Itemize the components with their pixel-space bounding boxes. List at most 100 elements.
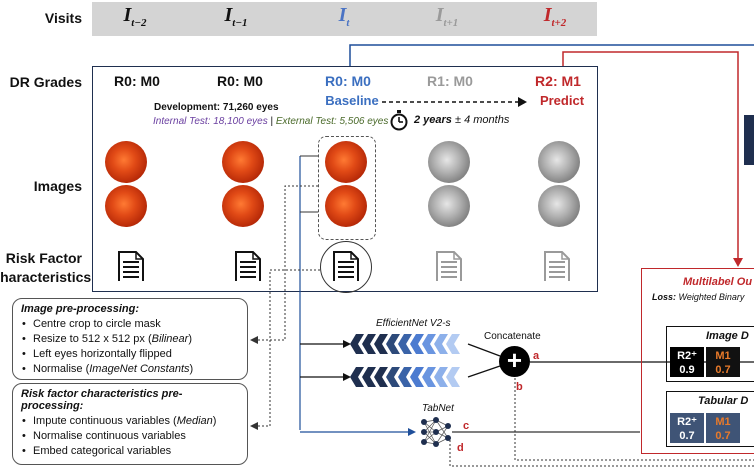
dr-grade: R0: M0 (217, 73, 263, 89)
efficientnet-block (422, 334, 436, 354)
internal-test-count: Internal Test: 18,100 eyes (153, 116, 268, 127)
preprocessing-item: Left eyes horizontally flipped (22, 347, 239, 362)
output-cell-label: R2⁺ (677, 416, 697, 428)
stopwatch-icon (390, 110, 408, 131)
baseline-label: Baseline (325, 93, 379, 108)
document-icon (436, 251, 462, 281)
efficientnet-block (386, 334, 400, 354)
preprocessing-item-text: Normalise ( (33, 363, 90, 375)
plus-icon: + (506, 345, 523, 375)
row-label-dr-grades: DR Grades (9, 74, 82, 90)
visit-term-sub: t (346, 17, 350, 29)
visit-term-base: I (435, 4, 444, 26)
document-icon (235, 251, 261, 281)
efficientnet-block (410, 334, 424, 354)
development-count: Development: 71,260 eyes (154, 102, 279, 113)
preprocessing-item-text: Bilinear (151, 333, 189, 345)
visit-term-base: I (338, 4, 347, 26)
preprocessing-item-text: Centre crop to circle mask (33, 318, 161, 330)
image-output-header: Image D (706, 330, 749, 342)
concatenate-node (499, 346, 530, 377)
preprocessing-item-text: Embed categorical variables (33, 445, 172, 457)
label-c: c (463, 420, 470, 432)
efficientnet-block (386, 367, 400, 387)
label-a: a (533, 350, 540, 362)
efficientnet-block (434, 367, 448, 387)
preprocessing-item: Embed categorical variables (22, 444, 239, 459)
output-cell-value: 0.7 (715, 364, 731, 376)
row-label-visits: Visits (44, 10, 82, 26)
fundus-image (428, 141, 470, 183)
interval-label: 2 years ± 4 months (414, 114, 509, 126)
visit-term-sub: t−1 (232, 17, 248, 29)
test-separator: | (270, 116, 274, 127)
tabnet-label: TabNet (422, 403, 454, 414)
preprocessing-item-text: ImageNet Constants (89, 363, 190, 375)
concatenate-label: Concatenate (484, 331, 541, 342)
fundus-image (325, 185, 367, 227)
efficientnet-block (434, 334, 448, 354)
tabular-output-box (666, 391, 754, 447)
output-cell-value: 0.7 (715, 430, 731, 442)
efficientnet-block (398, 334, 412, 354)
efficientnet-block (350, 367, 364, 387)
fundus-image (325, 141, 367, 183)
output-cell-value: 0.9 (679, 364, 695, 376)
preprocessing-item-text: Median (176, 415, 213, 427)
image-preprocessing-box: Image pre-processing: Centre crop to cir… (12, 298, 248, 380)
visit-term-base: I (123, 4, 132, 26)
output-loss: Loss: Weighted Binary (652, 292, 744, 302)
document-icon (544, 251, 570, 281)
visit-term-base: I (543, 4, 552, 26)
efficientnet-block (362, 334, 376, 354)
preprocessing-item: Normalise continuous variables (22, 429, 239, 444)
preprocessing-item-text: ) (188, 333, 192, 345)
tabnet-network-icon (421, 417, 451, 447)
visit-term-base: I (224, 4, 233, 26)
efficientnet-block (446, 367, 460, 387)
visit-term-sub: t−2 (131, 17, 147, 29)
fundus-image (222, 185, 264, 227)
risk-preprocessing-title-2: processing: (21, 400, 84, 412)
fundus-image (538, 141, 580, 183)
efficientnet-block (410, 367, 424, 387)
preprocessing-item-text: Normalise continuous variables (33, 430, 186, 442)
output-panel (641, 268, 754, 454)
efficientnet-block (374, 334, 388, 354)
efficientnet-block (362, 367, 376, 387)
dr-grade: R1: M0 (427, 73, 473, 89)
label-d: d (457, 442, 464, 454)
visit-term: It+1 (407, 4, 487, 29)
risk-preprocessing-box: Risk factor characteristics pre- process… (12, 383, 248, 465)
visit-term-sub: t+1 (443, 17, 459, 29)
loss-prefix: Loss: (652, 292, 677, 302)
loss-rest: Weighted Binary (678, 292, 745, 302)
visit-term: It (304, 4, 384, 29)
predict-label: Predict (539, 93, 585, 108)
visit-term-sub: t+2 (551, 17, 567, 29)
visit-term: It−1 (196, 4, 276, 29)
output-title: Multilabel Ou (683, 276, 753, 288)
risk-preprocessing-title-1: Risk factor characteristics pre- (21, 388, 183, 400)
document-icon (118, 251, 144, 281)
baseline-doc-highlight (320, 241, 372, 293)
preprocessing-item-text: ) (212, 415, 217, 427)
output-cell-value: 0.7 (679, 430, 695, 442)
preprocessing-item-text: Resize to 512 x 512 px ( (33, 333, 152, 345)
efficientnet-block (446, 334, 460, 354)
tabular-output-header: Tabular D (698, 395, 749, 407)
output-cell: R2⁺0.7 (670, 413, 704, 443)
image-output-box (666, 326, 754, 382)
preprocessing-item-text: Left eyes horizontally flipped (33, 348, 172, 360)
efficientnet-blocks (350, 334, 460, 387)
visit-term: It−2 (95, 4, 175, 29)
preprocessing-item: Resize to 512 x 512 px (Bilinear) (22, 332, 239, 347)
baseline-image-selection (318, 136, 376, 240)
fundus-image (222, 141, 264, 183)
row-label-images: Images (33, 178, 82, 194)
interval-tolerance: ± 4 months (455, 114, 510, 126)
dr-grade: R0: M0 (114, 73, 160, 89)
